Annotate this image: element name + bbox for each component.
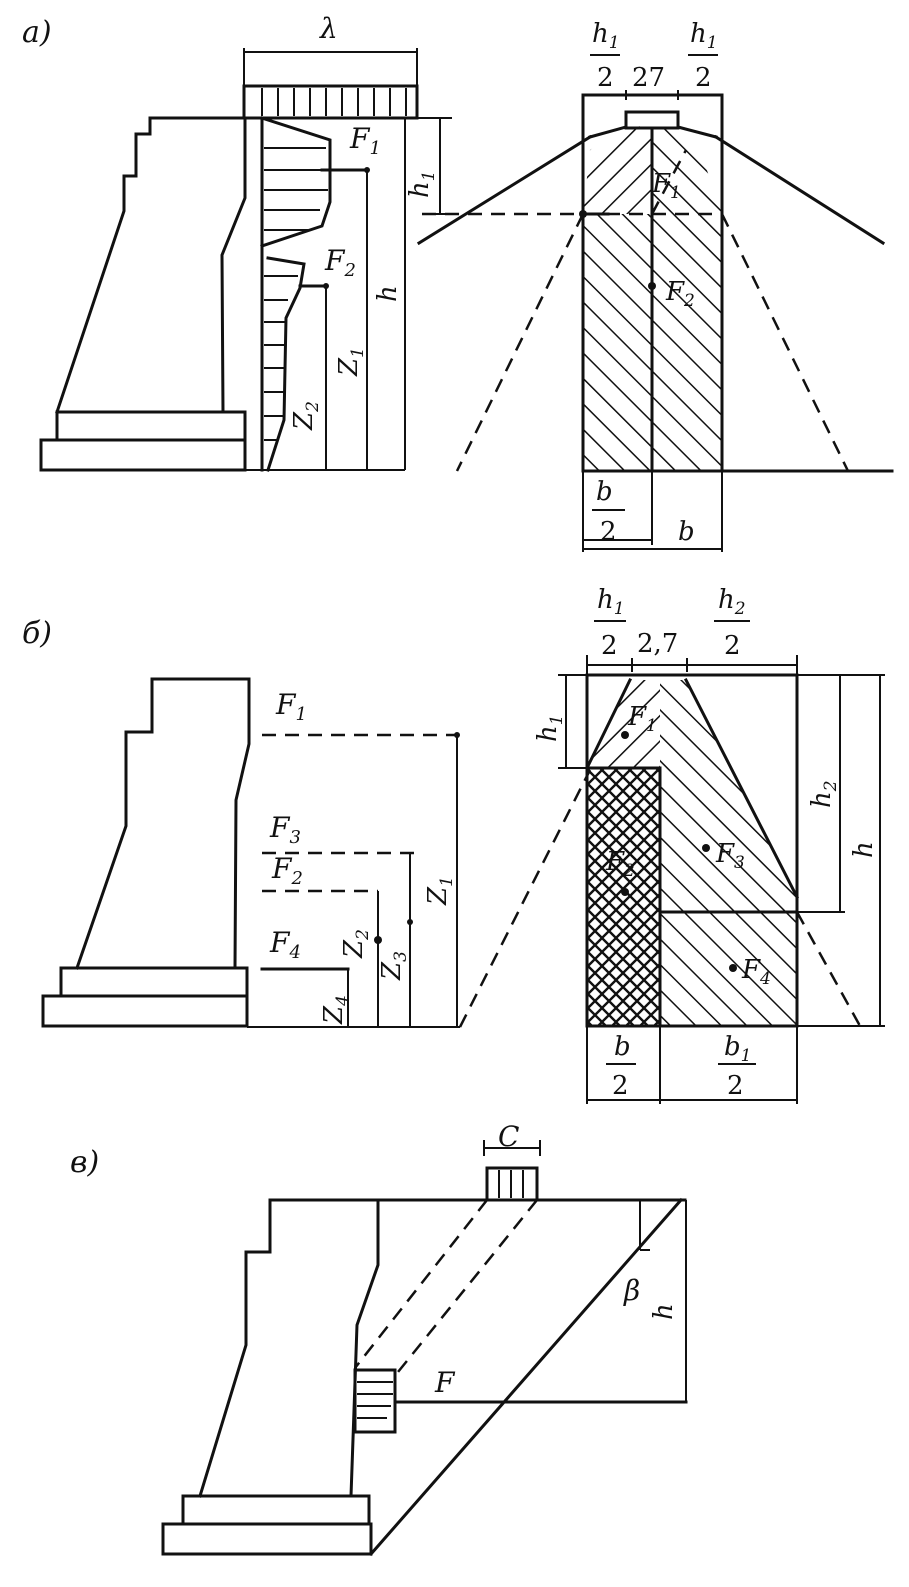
label-Z1: Z1 [334,347,368,377]
b-bot-left-den: 2 [612,1071,629,1101]
label-Z2-b: Z2 [339,929,373,959]
abutment-a [39,116,247,472]
panel-b-tag: б) [22,616,52,651]
b-top-left-num: h1 [597,585,625,619]
plan-F2: F2 [665,277,695,311]
b-bot-right-den: 2 [727,1071,744,1101]
bot-den: 2 [600,517,617,547]
pressure-diagram-a [260,116,332,472]
b-top-left-den: 2 [601,631,618,661]
panel-c-tag: в) [70,1145,99,1180]
plan-view-a: h1 2 27 h1 2 F1 F2 b 2 b [416,19,894,552]
bot-b: b [678,517,695,547]
top-left-num: h1 [592,19,620,53]
b-plan-F1: F1 [627,702,657,736]
label-F2-b: F2 [271,852,303,889]
label-h1: h1 [405,170,439,198]
b-bot-right-num: b1 [724,1032,751,1066]
b-label-h2: h2 [807,780,841,808]
load-strip-lambda: λ [242,12,419,120]
label-beta: β [623,1274,640,1307]
label-F1: F1 [349,122,381,159]
label-h-c: h [649,1303,679,1320]
lambda-label: λ [319,12,338,45]
label-Z4-b: Z4 [319,995,353,1025]
plan-view-b: h1 2 2,7 h2 2 h1 h2 h [533,585,885,1104]
panel-c: в) C β h [70,1120,688,1557]
b-bot-left-num: b [614,1032,631,1062]
panel-b: б) F1 F3 F2 F4 Z1 [22,585,885,1104]
bot-num: b [596,477,613,507]
b-top-right-num: h2 [718,585,746,619]
label-F2: F2 [324,244,356,281]
label-F4-b: F4 [269,926,301,963]
force-markers-a: F1 F2 h1 h Z1 Z2 [245,117,452,471]
abutment-c [161,1197,687,1557]
b-plan-F3: F3 [715,839,745,873]
top-mid: 27 [632,63,665,93]
b-plan-F2: F2 [605,847,635,881]
b-label-h: h [849,841,879,858]
label-F-c: F [434,1366,456,1399]
b-top-right-den: 2 [724,631,741,661]
prism-lines-c: β h F [353,1199,688,1434]
top-right-num: h1 [690,19,718,53]
plan-F1: F1 [651,169,681,203]
label-Z2: Z2 [289,401,323,431]
label-Z3-b: Z3 [377,951,411,981]
b-label-h1: h1 [533,714,567,742]
top-left-den: 2 [597,63,614,93]
abutment-b [41,677,251,1028]
force-lines-b: F1 F3 F2 F4 Z1 Z2 Z3 Z4 [247,688,592,1028]
label-C: C [498,1120,519,1153]
load-strip-C: C [483,1120,541,1202]
panel-a: а) λ [22,12,894,552]
label-F3-b: F3 [269,811,301,848]
label-h: h [373,285,403,302]
label-Z1-b: Z1 [423,876,457,906]
b-plan-F4: F4 [741,955,771,989]
panel-a-tag: а) [22,15,52,50]
b-top-mid: 2,7 [637,629,678,659]
top-right-den: 2 [695,63,712,93]
label-F1-b: F1 [275,688,307,725]
